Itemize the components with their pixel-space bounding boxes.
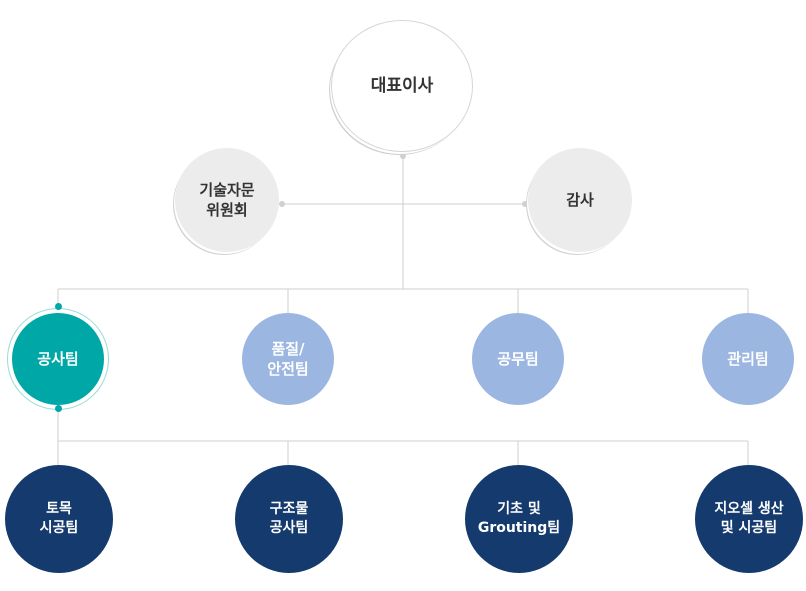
team-node-management[interactable]: 관리팀 [702,313,794,405]
team-node-quality-safety[interactable]: 품질/ 안전팀 [242,313,334,405]
audit-node: 감사 [528,148,632,252]
subteam-node-geocell[interactable]: 지오셀 생산 및 시공팀 [695,465,803,573]
ceo-connector-dot [400,153,406,159]
team-node-affairs[interactable]: 공무팀 [472,313,564,405]
team-node-construction[interactable]: 공사팀 [12,313,104,405]
subteam-node-structure[interactable]: 구조물 공사팀 [235,465,343,573]
construction-top-dot [55,303,62,310]
advisory-connector-dot [279,201,285,207]
audit-connector-dot [522,201,528,207]
ceo-node: 대표이사 [331,20,473,152]
construction-bottom-dot [55,405,62,412]
advisory-committee-node: 기술자문 위원회 [175,148,279,252]
subteam-node-foundation-grouting[interactable]: 기초 및 Grouting팀 [465,465,573,573]
subteam-node-civil[interactable]: 토목 시공팀 [5,465,113,573]
